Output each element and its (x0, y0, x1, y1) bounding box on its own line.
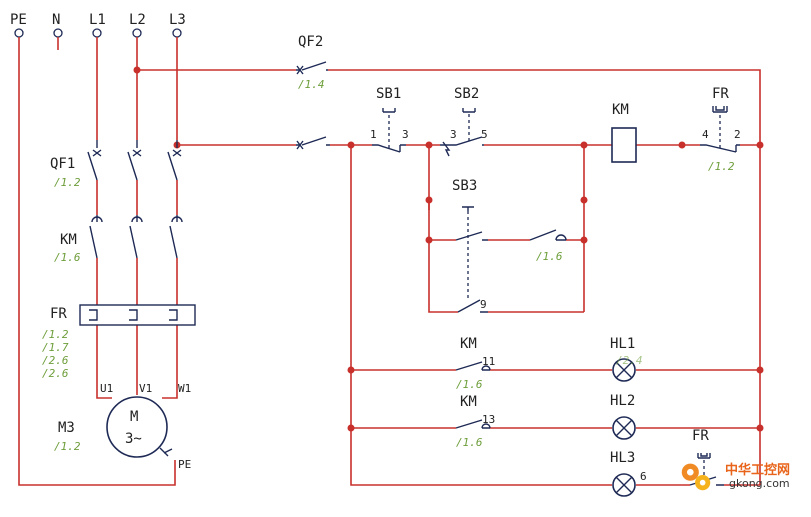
junction-dot (678, 141, 686, 149)
fr-contact-pin-2: 2 (734, 128, 741, 141)
km11-pin: 11 (482, 355, 495, 368)
km11-label: KM (460, 336, 477, 352)
fr-ref-2: /1.7 (42, 341, 69, 354)
junction-dot (580, 141, 588, 149)
fr-contact-ref: /1.2 (708, 160, 735, 173)
km-coil-label: KM (612, 102, 629, 118)
qf1-ref: /1.2 (54, 176, 81, 189)
km-coil: KM (611, 102, 637, 163)
motor-terminal-v1: V1 (139, 382, 152, 395)
junction-dot (347, 366, 355, 374)
terminal-n (53, 28, 63, 38)
sb3-label: SB3 (452, 178, 477, 194)
motor-pe-label: PE (178, 458, 191, 471)
fr-thermal-relay: FR /1.2 /1.7 /2.6 /2.6 (42, 304, 196, 380)
wiring (18, 37, 761, 486)
fr-ref-3: /2.6 (42, 354, 69, 367)
junction-dot (580, 236, 588, 244)
watermark-brand: 中华工控网 (725, 463, 791, 478)
junction-dot (133, 66, 141, 74)
qf2-ref: /1.4 (298, 78, 325, 91)
watermark-domain: gkong.com (729, 477, 790, 490)
sb3-button: SB3 9 (452, 178, 488, 313)
sb2-pin-5: 5 (481, 128, 488, 141)
sb2-start-button: SB2 3 5 (440, 86, 488, 157)
terminal-label-l3: L3 (169, 12, 186, 28)
terminal-label-l2: L2 (129, 12, 146, 28)
km13-ref: /1.6 (456, 436, 483, 449)
fr-ref-4: /2.6 (42, 367, 69, 380)
sb2-label: SB2 (454, 86, 479, 102)
motor-ref: /1.2 (54, 440, 81, 453)
terminal-label-pe: PE (10, 12, 27, 28)
qf2-breaker: QF2 /1.4 (296, 34, 328, 91)
terminal-label-n: N (52, 12, 60, 28)
sb3-pin-9: 9 (480, 298, 487, 311)
km-contact-13: KM 13 /1.6 (455, 394, 495, 449)
fr-lamp-label: FR (692, 428, 709, 444)
hl2-label: HL2 (610, 393, 635, 409)
km-hold-contact: /1.6 (529, 229, 567, 263)
hl3-label: HL3 (610, 450, 635, 466)
rail-switch (296, 136, 330, 150)
motor-phases: 3~ (125, 431, 142, 447)
fr-label: FR (50, 306, 67, 322)
qf2-label: QF2 (298, 34, 323, 50)
hl3-pin: 6 (640, 470, 647, 483)
km13-label: KM (460, 394, 477, 410)
sb1-pin-1: 1 (370, 128, 377, 141)
junction-dot (347, 424, 355, 432)
lamp-hl1: HL1 /2.4 (610, 336, 643, 382)
fr-contact-pin-4: 4 (702, 128, 709, 141)
km-main-contacts: KM /1.6 (54, 215, 183, 264)
sb2-pin-3: 3 (450, 128, 457, 141)
km13-pin: 13 (482, 413, 495, 426)
motor-symbol: M (130, 409, 138, 425)
sb1-stop-button: SB1 1 3 (370, 86, 409, 153)
junction-dot (756, 366, 764, 374)
fr-ref-1: /1.2 (42, 328, 69, 341)
junction-dot (425, 236, 433, 244)
supply-terminals: PE N L1 L2 L3 (10, 12, 186, 38)
junction-dot (756, 141, 764, 149)
qf1-label: QF1 (50, 156, 75, 172)
hl1-ref: /2.4 (616, 354, 643, 367)
sb1-label: SB1 (376, 86, 401, 102)
junction-dot (347, 141, 355, 149)
watermark-logo: 中华工控网 gkong.com (677, 457, 807, 497)
qf1-breaker: QF1 /1.2 (50, 140, 182, 189)
km-main-label: KM (60, 232, 77, 248)
junction-dot (580, 196, 588, 204)
motor-label: M3 (58, 420, 75, 436)
terminal-l2 (132, 28, 142, 38)
fr-contact-label: FR (712, 86, 729, 102)
junctions (133, 66, 764, 432)
terminal-pe (14, 28, 24, 38)
km-hold-ref: /1.6 (536, 250, 563, 263)
hl1-label: HL1 (610, 336, 635, 352)
motor-m3: M 3~ U1 V1 W1 PE M3 /1.2 (54, 382, 191, 471)
junction-dot (756, 424, 764, 432)
gear-icon (681, 463, 711, 491)
fr-lamp-contact: FR (689, 428, 724, 486)
lamp-hl2: HL2 (610, 393, 636, 440)
fr-nc-contact: FR 4 2 /1.2 (700, 86, 741, 173)
km-main-ref: /1.6 (54, 251, 81, 264)
junction-dot (425, 196, 433, 204)
km11-ref: /1.6 (456, 378, 483, 391)
terminal-label-l1: L1 (89, 12, 106, 28)
motor-terminal-w1: W1 (178, 382, 191, 395)
lamp-hl3: HL3 6 (610, 450, 647, 497)
sb1-pin-3: 3 (402, 128, 409, 141)
terminal-l1 (92, 28, 102, 38)
km-contact-11: KM 11 /1.6 (455, 336, 495, 391)
motor-terminal-u1: U1 (100, 382, 113, 395)
terminal-l3 (172, 28, 182, 38)
junction-dot (425, 141, 433, 149)
